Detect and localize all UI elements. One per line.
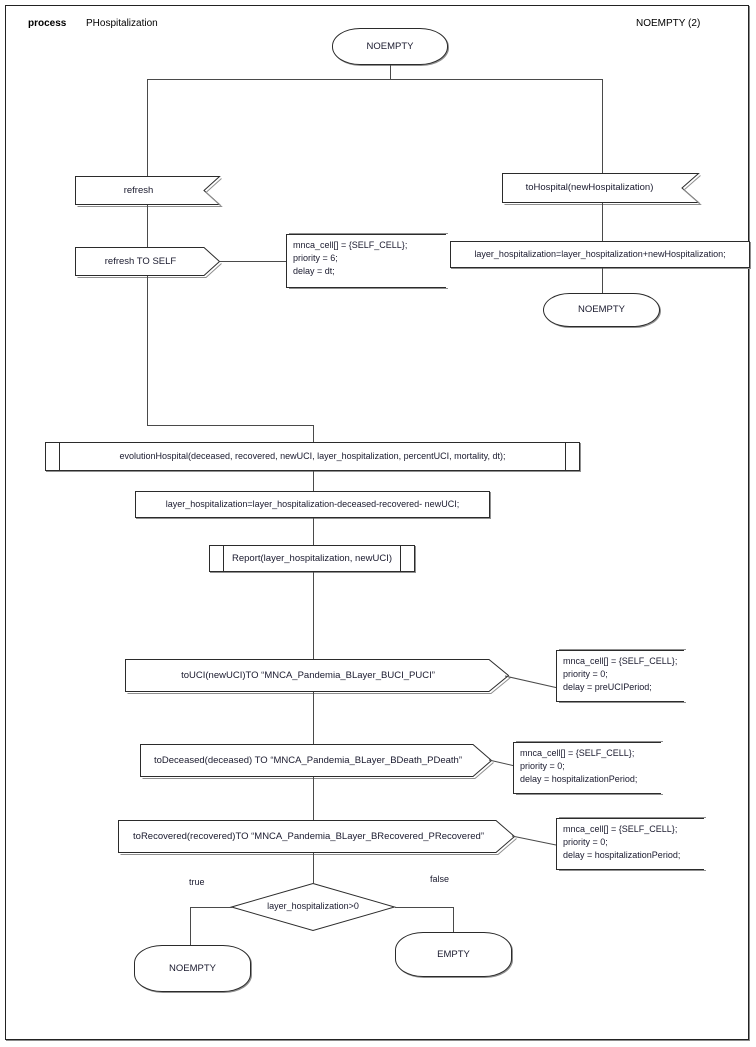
connector-hospital-assign — [602, 203, 603, 241]
signal-output-to-recovered[interactable]: toRecovered(recovered)TO “MNCA_Pandemia_… — [118, 820, 517, 855]
decision-label: layer_hospitalization>0 — [267, 901, 359, 912]
decision-layer-hospitalization[interactable]: layer_hospitalization>0 — [229, 882, 397, 932]
process-hospitalization-assign-label: layer_hospitalization=layer_hospitalizat… — [474, 248, 726, 259]
signal-output-to-deceased[interactable]: toDeceased(deceased) TO “MNCA_Pandemia_B… — [140, 744, 494, 779]
connector-deceased-note — [488, 759, 516, 767]
signal-input-to-hospital-label: toHospital(newHospitalization) — [525, 182, 654, 194]
connector-split-bus — [147, 79, 603, 80]
connector-recovered-note — [511, 835, 557, 846]
state-noempty-hospital[interactable]: NOEMPTY — [543, 293, 660, 327]
signal-output-to-uci[interactable]: toUCI(newUCI)TO “MNCA_Pandemia_BLayer_BU… — [125, 659, 511, 694]
connector-left-branch — [147, 79, 148, 176]
note-deceased-params-text: mnca_cell[] = {SELF_CELL}; priority = 0;… — [520, 748, 638, 785]
note-bottom-shadow — [559, 702, 686, 703]
connector-right-branch — [602, 79, 603, 173]
start-state-label: NOEMPTY — [366, 40, 414, 52]
note-recovered-params: mnca_cell[] = {SELF_CELL}; priority = 0;… — [556, 817, 706, 871]
connector-recovered-to-decision — [313, 853, 314, 883]
connector-true-v — [190, 907, 191, 945]
signal-output-refresh-to-self[interactable]: refresh TO SELF — [75, 247, 222, 278]
connector-evolution-to-subtract — [313, 471, 314, 491]
page-border — [5, 5, 749, 1040]
subprocess-evolution-hospital-label: evolutionHospital(deceased, recovered, n… — [119, 450, 506, 461]
connector-deceased-to-recovered — [313, 777, 314, 820]
connector-true-h — [190, 907, 232, 908]
process-subtract-assign-label: layer_hospitalization=layer_hospitalizat… — [165, 498, 460, 509]
end-state-noempty-label: NOEMPTY — [169, 962, 216, 974]
connector-subtract-to-report — [313, 518, 314, 545]
end-state-empty[interactable]: EMPTY — [395, 932, 512, 977]
signal-output-to-uci-shape — [125, 659, 511, 694]
note-top-shadow — [559, 817, 706, 818]
edge-label-false: false — [430, 874, 450, 884]
note-refresh-params-text: mnca_cell[] = {SELF_CELL}; priority = 6;… — [293, 240, 408, 277]
state-noempty-hospital-label: NOEMPTY — [578, 304, 625, 316]
signal-output-refresh-to-self-label: refresh TO SELF — [104, 255, 177, 267]
header-process-name: PHospitalization — [86, 18, 158, 29]
decision-shape — [229, 882, 397, 932]
note-top-shadow — [289, 233, 448, 234]
connector-false-h — [395, 907, 453, 908]
header-keyword: process — [28, 18, 67, 29]
signal-input-shape — [75, 176, 223, 207]
note-bottom-shadow — [289, 288, 448, 289]
subprocess-report-label: Report(layer_hospitalization, newUCI) — [232, 552, 392, 564]
connector-start-stem — [390, 65, 391, 79]
end-state-empty-label: EMPTY — [437, 948, 470, 960]
signal-output-to-uci-label: toUCI(newUCI)TO “MNCA_Pandemia_BLayer_BU… — [181, 669, 435, 681]
signal-input-to-hospital[interactable]: toHospital(newHospitalization) — [502, 173, 702, 205]
process-hospitalization-assign[interactable]: layer_hospitalization=layer_hospitalizat… — [450, 241, 750, 268]
note-bottom-shadow — [516, 794, 663, 795]
signal-input-refresh-label: refresh — [123, 184, 154, 196]
note-bottom-shadow — [559, 870, 706, 871]
edge-label-true: true — [189, 877, 205, 887]
note-top-shadow — [559, 649, 686, 650]
connector-left-join — [147, 425, 313, 426]
signal-input-refresh[interactable]: refresh — [75, 176, 223, 207]
note-top-shadow — [516, 741, 663, 742]
connector-false-v — [453, 907, 454, 932]
start-state-noempty[interactable]: NOEMPTY — [332, 28, 448, 65]
note-uci-params: mnca_cell[] = {SELF_CELL}; priority = 0;… — [556, 649, 686, 703]
signal-output-to-recovered-shape — [118, 820, 517, 855]
note-uci-params-text: mnca_cell[] = {SELF_CELL}; priority = 0;… — [563, 656, 678, 693]
signal-output-to-recovered-label: toRecovered(recovered)TO “MNCA_Pandemia_… — [133, 830, 484, 842]
connector-uci-to-deceased — [313, 692, 314, 744]
end-state-noempty[interactable]: NOEMPTY — [134, 945, 251, 992]
subprocess-report[interactable]: Report(layer_hospitalization, newUCI) — [209, 545, 415, 572]
process-subtract-assign[interactable]: layer_hospitalization=layer_hospitalizat… — [135, 491, 490, 518]
connector-left-down — [147, 276, 148, 425]
connector-hospital-state — [602, 268, 603, 293]
header-state-label: NOEMPTY (2) — [636, 18, 701, 29]
note-deceased-params: mnca_cell[] = {SELF_CELL}; priority = 0;… — [513, 741, 663, 795]
signal-output-to-deceased-shape — [140, 744, 494, 779]
note-recovered-params-text: mnca_cell[] = {SELF_CELL}; priority = 0;… — [563, 824, 681, 861]
signal-output-to-deceased-label: toDeceased(deceased) TO “MNCA_Pandemia_B… — [153, 754, 463, 766]
connector-report-to-uci — [313, 572, 314, 659]
subprocess-evolution-hospital[interactable]: evolutionHospital(deceased, recovered, n… — [45, 442, 580, 471]
connector-refresh-note — [220, 261, 286, 262]
connector-refresh-to-self — [147, 205, 148, 247]
connector-uci-note — [504, 675, 559, 689]
note-refresh-params: mnca_cell[] = {SELF_CELL}; priority = 6;… — [286, 233, 448, 289]
connector-join-down — [313, 425, 314, 442]
signal-output-shape — [75, 247, 222, 278]
